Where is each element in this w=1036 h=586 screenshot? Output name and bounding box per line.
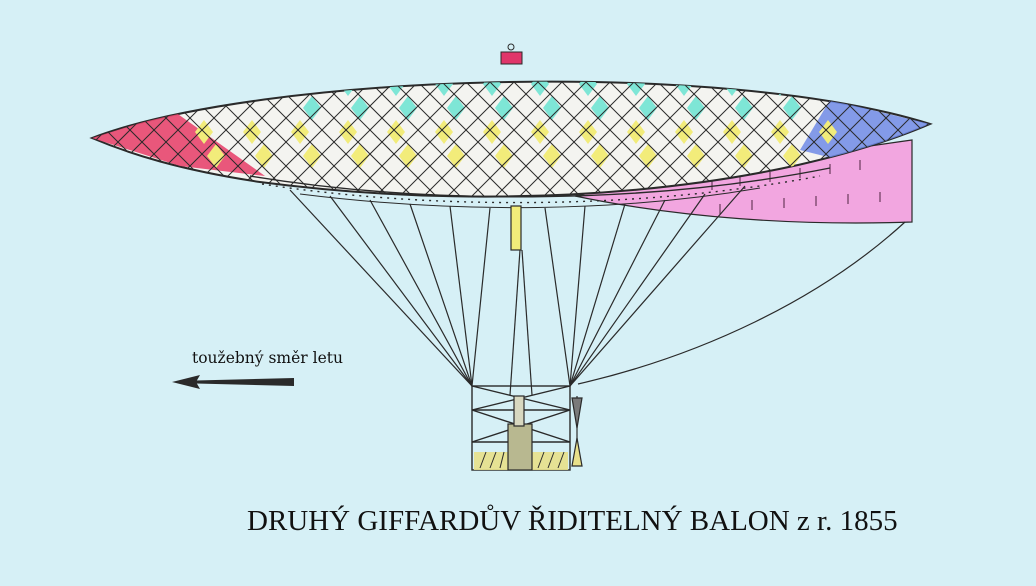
net-line xyxy=(1024,40,1036,220)
net-line xyxy=(591,81,773,197)
net-line xyxy=(927,81,930,197)
net-cell xyxy=(735,144,753,168)
net-line xyxy=(92,81,125,197)
net-line xyxy=(375,81,557,197)
net-line xyxy=(952,40,1036,220)
flight-direction-label: toužebný směr letu xyxy=(192,349,343,367)
net-cell xyxy=(639,144,657,168)
net-cell xyxy=(207,144,225,168)
net-cell xyxy=(447,144,465,168)
net-colored-panels xyxy=(92,81,930,176)
net-line xyxy=(567,81,749,197)
net-line xyxy=(0,40,4,220)
propeller xyxy=(571,396,583,467)
net-cell xyxy=(639,96,657,120)
net-line xyxy=(1000,40,1036,220)
net-cell xyxy=(399,144,417,168)
exhaust-pipe xyxy=(510,205,522,251)
net-line xyxy=(543,81,725,197)
net-line xyxy=(1000,40,1036,220)
top-valve xyxy=(500,51,523,65)
net-line xyxy=(903,81,930,197)
net-line xyxy=(976,40,1036,220)
left-arrow-icon xyxy=(172,375,294,389)
net-cell xyxy=(543,96,561,120)
net-line xyxy=(92,81,125,197)
net-cell xyxy=(303,144,321,168)
net-cell xyxy=(351,96,369,120)
net-line xyxy=(471,81,653,197)
net-cell xyxy=(783,96,801,120)
net-cell xyxy=(591,96,609,120)
net-line xyxy=(927,81,930,197)
net-line xyxy=(92,81,101,197)
net-line xyxy=(976,40,1036,220)
net-line xyxy=(399,81,581,197)
net-line xyxy=(495,81,677,197)
net-line xyxy=(0,40,76,220)
net-line xyxy=(519,81,701,197)
net-line xyxy=(447,81,629,197)
net-line xyxy=(903,81,930,197)
net-cell xyxy=(687,144,705,168)
rudder-sail-marks xyxy=(711,160,881,214)
net-line xyxy=(1024,40,1036,220)
suspension-ropes xyxy=(289,185,906,396)
net-cell xyxy=(495,144,513,168)
net-cell xyxy=(351,144,369,168)
net-cell xyxy=(399,96,417,120)
net-line xyxy=(952,40,1036,220)
net-line xyxy=(92,81,101,197)
net-line xyxy=(0,40,28,220)
net-line xyxy=(351,81,533,197)
net-cell xyxy=(255,144,273,168)
net-line xyxy=(0,40,52,220)
envelope-seam xyxy=(249,167,831,198)
top-valve-ring xyxy=(507,43,515,51)
net-line xyxy=(92,81,221,197)
net-cell xyxy=(687,96,705,120)
figure-caption: DRUHÝ GIFFARDŮV ŘIDITELNÝ BALON z r. 185… xyxy=(247,505,898,537)
net-cell xyxy=(543,144,561,168)
net-line xyxy=(0,40,76,220)
envelope-seam-lower xyxy=(299,187,761,209)
net-cell xyxy=(735,96,753,120)
net-cell xyxy=(591,144,609,168)
net-line xyxy=(303,81,485,197)
net-cell xyxy=(783,144,801,168)
net-line xyxy=(0,40,4,220)
net-line xyxy=(423,81,605,197)
net-line xyxy=(0,40,52,220)
net-cell xyxy=(303,96,321,120)
steam-engine xyxy=(507,423,533,471)
net-line xyxy=(0,40,28,220)
tail-blue-panel xyxy=(800,100,930,160)
gondola-floor-hatch xyxy=(479,451,565,469)
net-cell xyxy=(447,96,465,120)
net-cell xyxy=(495,96,513,120)
engine-chimney xyxy=(513,395,525,427)
